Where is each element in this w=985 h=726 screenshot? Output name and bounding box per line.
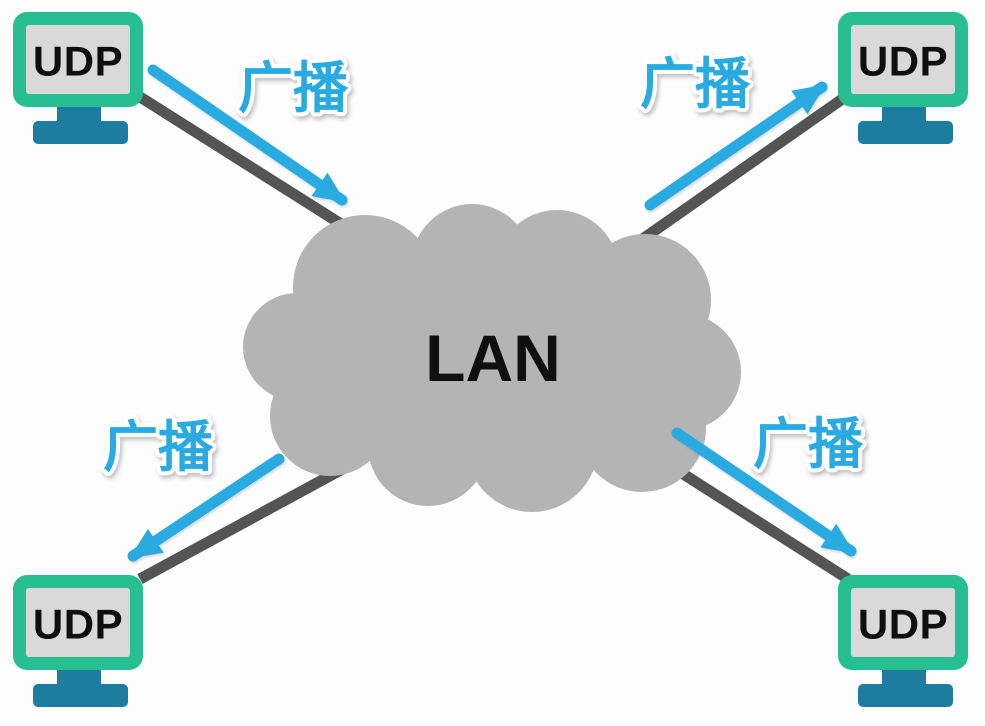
broadcast-arrow-bottom-right xyxy=(671,427,857,557)
lan-cloud-shape xyxy=(243,204,741,512)
broadcast-flow-bottom-right: 广播 xyxy=(671,409,868,557)
broadcast-flow-top-left: 广播 xyxy=(147,53,353,206)
monitor-screen xyxy=(851,588,955,657)
udp-node-top-left: UDP xyxy=(13,12,143,144)
lan-cloud: LAN xyxy=(243,204,741,512)
monitor-stand-neck xyxy=(882,670,926,687)
udp-label: UDP xyxy=(858,601,948,648)
udp-node-bottom-left: UDP xyxy=(13,575,143,707)
monitor-screen xyxy=(26,588,130,657)
broadcast-arrow-top-left xyxy=(147,64,348,206)
monitor-stand-neck xyxy=(57,107,101,124)
broadcast-label-bottom-left: 广播 xyxy=(103,416,214,478)
broadcast-flow-bottom-left: 广播 xyxy=(99,412,285,562)
monitor-screen xyxy=(851,25,955,94)
udp-label: UDP xyxy=(33,601,123,648)
udp-label: UDP xyxy=(33,38,123,85)
monitor-stand-base xyxy=(33,684,128,707)
lan-label: LAN xyxy=(425,321,561,395)
broadcast-flow-top-right: 广播 xyxy=(636,49,828,211)
broadcast-arrow-bottom-left xyxy=(127,453,285,562)
broadcast-flows: 广播 广播 广播 广播 xyxy=(99,49,868,562)
broadcast-arrow-top-right xyxy=(644,81,828,211)
monitor-screen xyxy=(26,25,130,94)
cloud-body xyxy=(296,258,680,458)
monitor-stand-base xyxy=(858,684,953,707)
monitor-stand-neck xyxy=(57,670,101,687)
udp-label: UDP xyxy=(858,38,948,85)
broadcast-label-bottom-right: 广播 xyxy=(753,413,864,475)
monitor-stand-neck xyxy=(882,107,926,124)
monitor-stand-base xyxy=(858,121,953,144)
monitor-stand-base xyxy=(33,121,128,144)
broadcast-label-top-left: 广播 xyxy=(238,57,349,119)
udp-node-bottom-right: UDP xyxy=(838,575,968,707)
udp-node-top-right: UDP xyxy=(838,12,968,144)
broadcast-label-top-right: 广播 xyxy=(640,53,751,115)
